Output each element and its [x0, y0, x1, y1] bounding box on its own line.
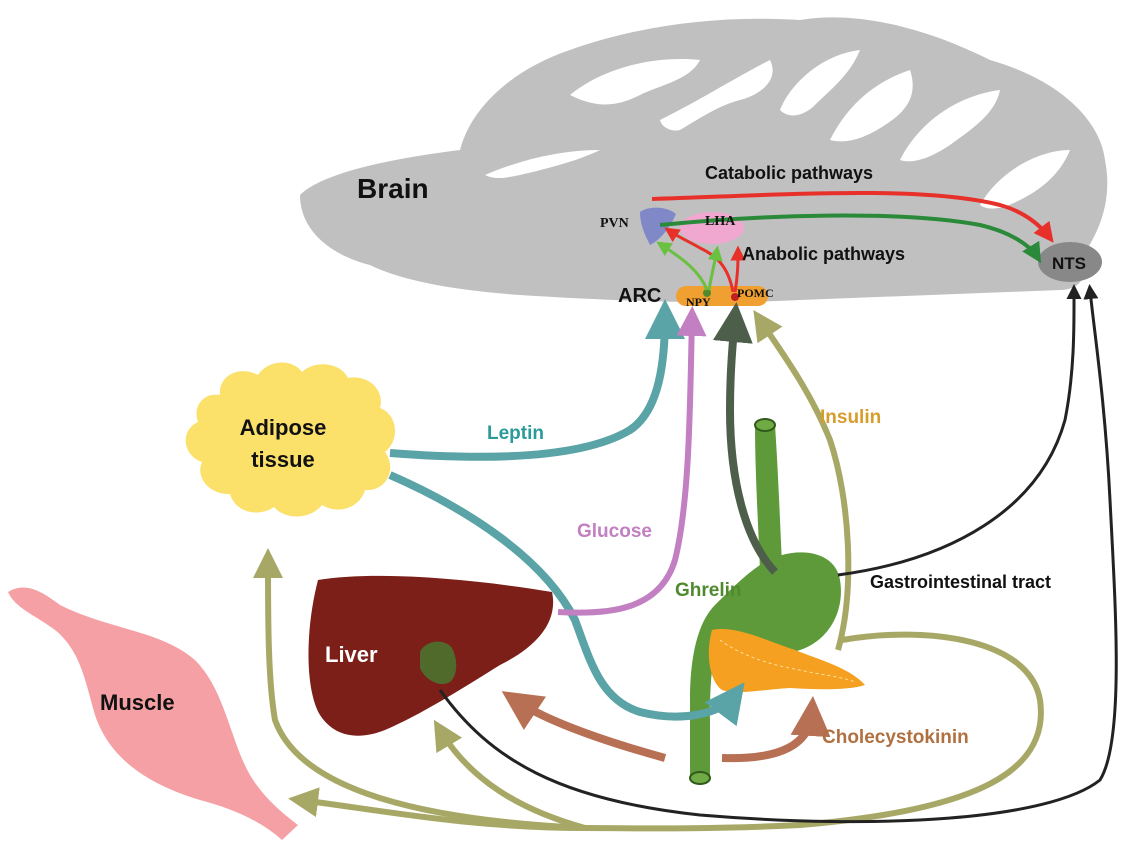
anabolic-pathways-label: Anabolic pathways: [742, 244, 905, 264]
npy-label: NPY: [686, 295, 711, 309]
lha-label: LHA: [705, 214, 736, 229]
ghrelin-label: Ghrelin: [675, 580, 742, 601]
pomc-label: POMC: [737, 286, 774, 300]
gi-tract-label: Gastrointestinal tract: [870, 572, 1051, 592]
glucose-label: Glucose: [577, 521, 652, 542]
insulin-label: Insulin: [820, 407, 881, 428]
brain-shape: [300, 17, 1107, 302]
gi-to-nts-arrow: [838, 290, 1074, 575]
cholecystokinin-arrow: [722, 712, 812, 758]
nts-label: NTS: [1052, 254, 1086, 273]
leptin-label: Leptin: [487, 423, 544, 444]
arc-label: ARC: [618, 285, 661, 307]
esophagus-top: [755, 419, 775, 431]
adipose-label: Adipose: [240, 415, 327, 440]
glucose-arrow: [558, 318, 692, 613]
muscle-label: Muscle: [100, 690, 175, 715]
tissue-label: tissue: [251, 447, 315, 472]
catabolic-pathways-label: Catabolic pathways: [705, 163, 873, 183]
intestine-end: [690, 772, 710, 784]
pvn-label: PVN: [600, 216, 629, 231]
cholecystokinin-label: Cholecystokinin: [822, 727, 969, 748]
liver-label: Liver: [325, 642, 378, 667]
brain-label: Brain: [357, 173, 429, 204]
